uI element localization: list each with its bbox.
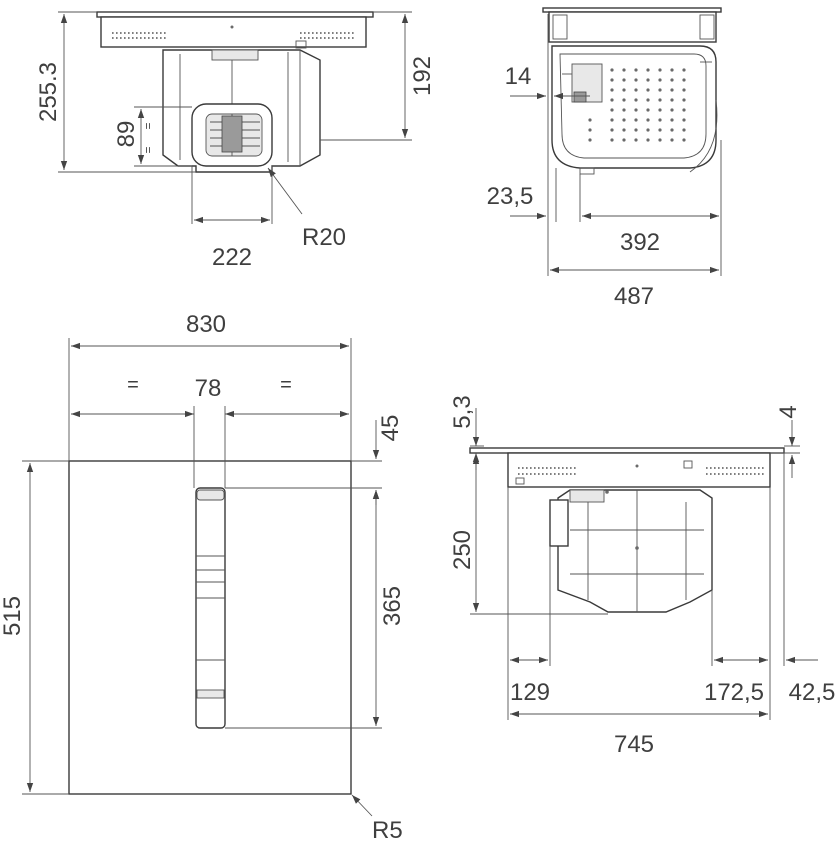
fan-height-label: 89 (113, 121, 140, 148)
top-corner-radius-label: R5 (372, 817, 403, 844)
rear-left-offset-label: 129 (510, 679, 550, 706)
top-view (22, 338, 382, 817)
rear-frame-offset-label: 4 (775, 405, 802, 418)
top-slot-length-label: 365 (379, 586, 406, 626)
side-total-depth-label: 487 (614, 283, 654, 310)
front-body-height-label: 192 (409, 56, 436, 96)
top-depth-label: 515 (0, 596, 26, 636)
rear-right-offset-label: 172,5 (704, 679, 764, 706)
rear-body-height-label: 250 (449, 530, 476, 570)
rear-body-width-label: 745 (614, 731, 654, 758)
rear-edge-offset-label: 42,5 (789, 679, 836, 706)
side-view (510, 7, 722, 276)
side-offset-label: 14 (505, 63, 532, 90)
front-total-height-label: 255.3 (35, 62, 62, 122)
fan-equal-upper-mark: = (141, 122, 155, 129)
fan-equal-lower-mark: = (141, 146, 155, 153)
side-front-gap-label: 23,5 (487, 183, 534, 210)
top-front-margin-label: 45 (377, 415, 404, 442)
rear-view (469, 408, 818, 720)
top-equal-right-mark: = (280, 374, 292, 396)
rear-glass-thickness-label: 5,3 (449, 395, 476, 428)
top-equal-left-mark: = (127, 374, 139, 396)
side-depth-label: 392 (620, 229, 660, 256)
fan-width-label: 222 (212, 244, 252, 271)
top-slot-width-label: 78 (195, 375, 222, 402)
front-corner-radius-label: R20 (302, 224, 346, 251)
front-view (58, 11, 412, 224)
top-width-label: 830 (186, 311, 226, 338)
